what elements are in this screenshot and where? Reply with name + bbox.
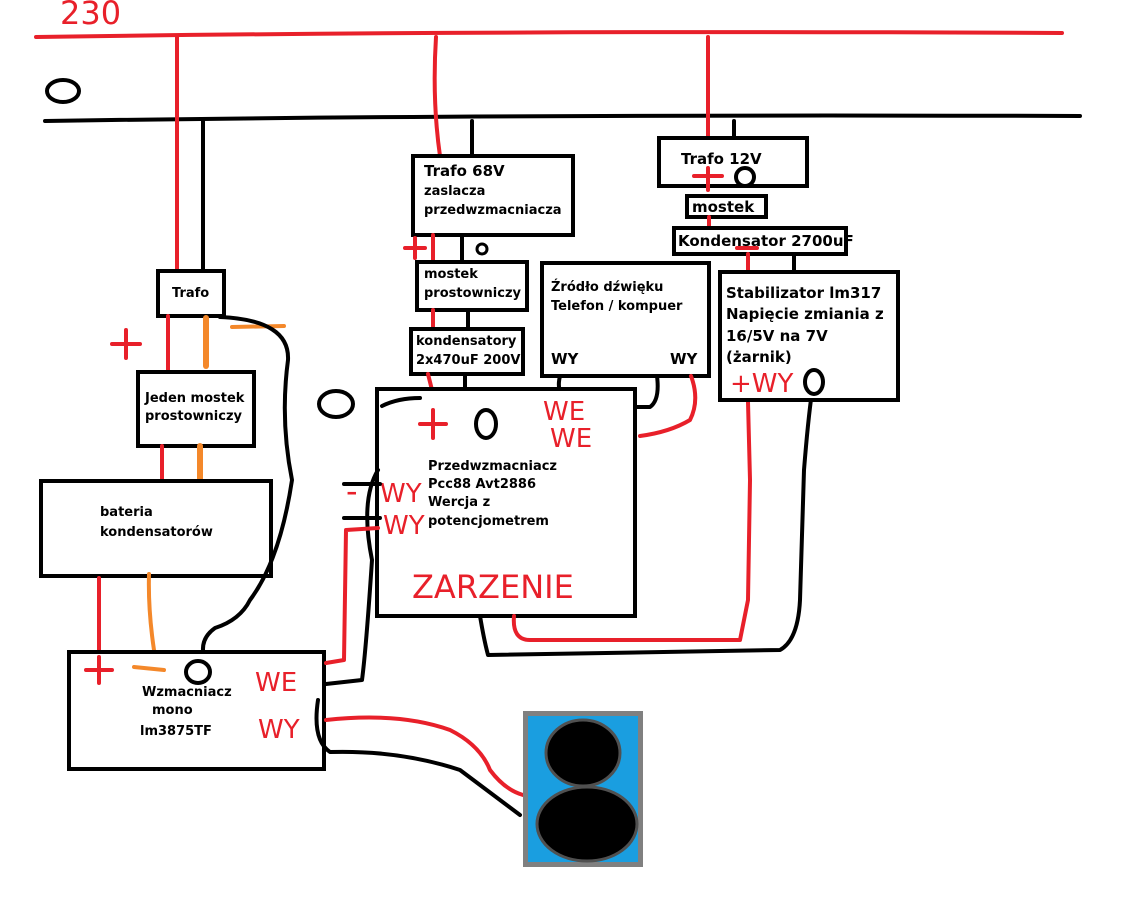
regulator-line1: Stabilizator lm317 (726, 284, 881, 302)
amp-plus-mark (84, 655, 114, 685)
capacitor-bank-line1: bateria (100, 505, 153, 520)
sound-source-block: Źródło dźwięku Telefon / kompuer WY WY (540, 261, 711, 378)
sound-source-line2: Telefon / kompuer (551, 299, 683, 314)
preamp-out-label-1: WY (380, 479, 422, 509)
bridge-12v-block: mostek (685, 194, 768, 219)
regulator-line3: 16/5V na 7V (726, 327, 828, 345)
source-out-right-wire (638, 374, 698, 438)
mains-label: 230 (60, 0, 121, 32)
preamp-block: Przedwzmacniacz Pcc88 Avt2886 Wercja z p… (375, 387, 637, 618)
sound-source-line1: Źródło dźwięku (551, 279, 663, 295)
rectifier-main-block: Jeden mostek prostowniczy (136, 370, 256, 448)
rectifier-68v-ground-mark (475, 242, 489, 256)
rectifier-main-line2: prostowniczy (145, 409, 243, 424)
trafo-main-block: Trafo (156, 269, 226, 318)
amp-ground-mark (184, 659, 212, 685)
amp-signal-wire (324, 526, 380, 665)
capacitor-bank-line2: kondensatorów (100, 525, 213, 540)
heater-label: ZARZENIE (412, 568, 574, 606)
preamp-line4: potencjometrem (428, 514, 549, 529)
amplifier-line3: lm3875TF (140, 724, 212, 739)
heater-phase-wire (511, 400, 752, 642)
regulator-block: Stabilizator lm317 Napięcie zmiania z 16… (718, 270, 900, 402)
amplifier-line2: mono (152, 703, 193, 718)
caps-68v-block: kondensatory 2x470uF 200V (409, 327, 525, 376)
bridge-12v-label: mostek (692, 198, 755, 216)
preamp-line3: Wercja z (428, 495, 490, 510)
capacitor-12v-block: Kondensator 2700uF (672, 226, 854, 256)
rectifier-main-line1: Jeden mostek (144, 391, 245, 406)
minus-mark-left (230, 324, 286, 329)
sound-source-out-right: WY (670, 350, 699, 368)
neutral-rail (43, 113, 1082, 123)
regulator-line2: Napięcie zmiania z (726, 305, 884, 323)
ground-symbol (317, 389, 355, 419)
trafo-68v-line1: Trafo 68V (424, 162, 505, 180)
capacitor-12v-label: Kondensator 2700uF (678, 232, 854, 250)
preamp-line1: Przedwzmacniacz (428, 459, 557, 474)
ground-return-wire (201, 315, 294, 662)
speaker-signal-wire (324, 715, 525, 797)
trafo-68v-phase-wire (432, 35, 442, 158)
source-out-ground-wire (634, 374, 660, 409)
preamp-plus-mark (418, 408, 448, 440)
trafo-12v-plus-mark (692, 166, 724, 192)
preamp-line2: Pcc88 Avt2886 (428, 477, 536, 492)
preamp-in-label-1: WE (543, 397, 585, 427)
regulator-ground-mark (803, 368, 825, 396)
amplifier-block: Wzmacniacz mono lm3875TF (67, 650, 326, 771)
trafo-main-label: Trafo (172, 286, 209, 301)
regulator-line4: (żarnik) (726, 348, 792, 366)
amp-ground-wire (324, 468, 380, 686)
caps-68v-line2: 2x470uF 200V (416, 353, 520, 368)
trafo-12v-ground-mark (734, 166, 756, 188)
amp-in-label: WE (255, 668, 297, 698)
rectifier-68v-line1: mostek (424, 267, 478, 282)
rectifier-68v-line2: prostowniczy (424, 286, 522, 301)
plus-mark-left (110, 328, 142, 360)
preamp-supply-ground-wire (380, 396, 422, 408)
caps-68v-line1: kondensatory (416, 334, 517, 349)
rectifier-68v-plus-mark (403, 236, 427, 260)
preamp-minus-label: - (346, 472, 358, 510)
neutral-label (45, 78, 81, 104)
trafo-68v-line3: przedwzmacniacza (424, 203, 562, 218)
amp-negative-wire (146, 572, 156, 652)
trafo-68v-line2: zaslacza (424, 184, 485, 199)
trafo-68v-block: Trafo 68V zaslacza przedwzmacniacza (411, 154, 575, 237)
capacitor-bank-block: bateria kondensatorów (39, 479, 273, 578)
amplifier-line1: Wzmacniacz (142, 685, 232, 700)
regulator-out-label: +WY (730, 369, 793, 399)
preamp-in-label-2: WE (550, 424, 592, 454)
trafo-12v-label: Trafo 12V (681, 150, 762, 168)
preamp-out-label-2: WY (383, 511, 425, 541)
speaker-ground-wire (314, 698, 522, 817)
sound-source-out-left: WY (551, 350, 580, 368)
mains-rail (34, 30, 1064, 39)
trafo-12v-block: Trafo 12V (657, 136, 809, 192)
rectifier-68v-block: mostek prostowniczy (415, 260, 529, 312)
heater-neutral-wire (478, 390, 814, 657)
amp-minus-mark (132, 665, 166, 672)
preamp-ground-mark (474, 408, 498, 440)
speaker-icon (523, 711, 643, 867)
amp-out-label: WY (258, 715, 300, 745)
